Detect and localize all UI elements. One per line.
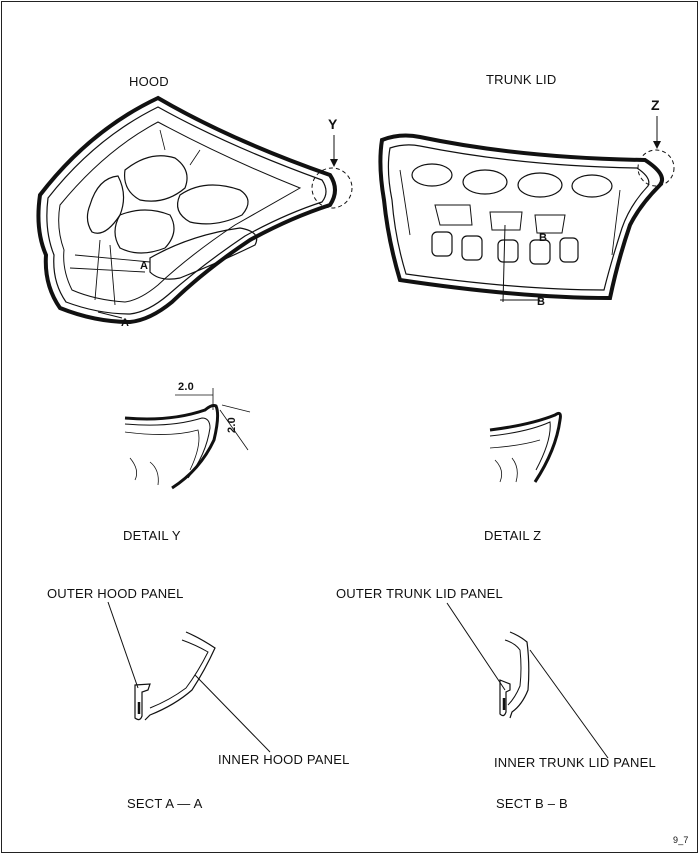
- marker-b-side: B: [539, 232, 548, 244]
- section-b-drawing: [446, 602, 609, 759]
- section-a-drawing: [107, 601, 271, 753]
- inner-trunk-lid-panel-label: INNER TRUNK LID PANEL: [494, 755, 656, 770]
- trunk-lid-outer-edge: [378, 133, 665, 301]
- trunk-lid-illustration: [378, 133, 665, 303]
- marker-y: Y: [328, 116, 338, 132]
- section-a-label: SECT A — A: [127, 796, 203, 811]
- dimension-horizontal: 2.0: [178, 381, 194, 393]
- detail-y-label: DETAIL Y: [123, 528, 181, 543]
- hood-illustration: [36, 95, 337, 325]
- marker-a-top: A: [140, 260, 149, 272]
- hood-title: HOOD: [129, 74, 169, 89]
- detail-z-circle: [637, 149, 675, 187]
- trunk-lid-title: TRUNK LID: [486, 72, 557, 87]
- outer-hood-panel-label: OUTER HOOD PANEL: [47, 586, 184, 601]
- marker-z: Z: [651, 97, 660, 113]
- marker-b-bottom: B: [537, 296, 546, 308]
- hood-outer-edge: [36, 95, 337, 325]
- detail-z-label: DETAIL Z: [484, 528, 542, 543]
- inner-hood-panel-label: INNER HOOD PANEL: [218, 752, 350, 767]
- detail-z-drawing: [489, 411, 562, 483]
- detail-y-drawing: [124, 388, 251, 490]
- outer-trunk-lid-panel-label: OUTER TRUNK LID PANEL: [336, 586, 503, 601]
- section-b-label: SECT B – B: [496, 796, 568, 811]
- marker-a-bottom: A: [121, 317, 130, 329]
- dimension-vertical: 2.0: [226, 417, 238, 433]
- detail-y-circle: [311, 167, 353, 209]
- page-number: 9_7: [673, 835, 689, 845]
